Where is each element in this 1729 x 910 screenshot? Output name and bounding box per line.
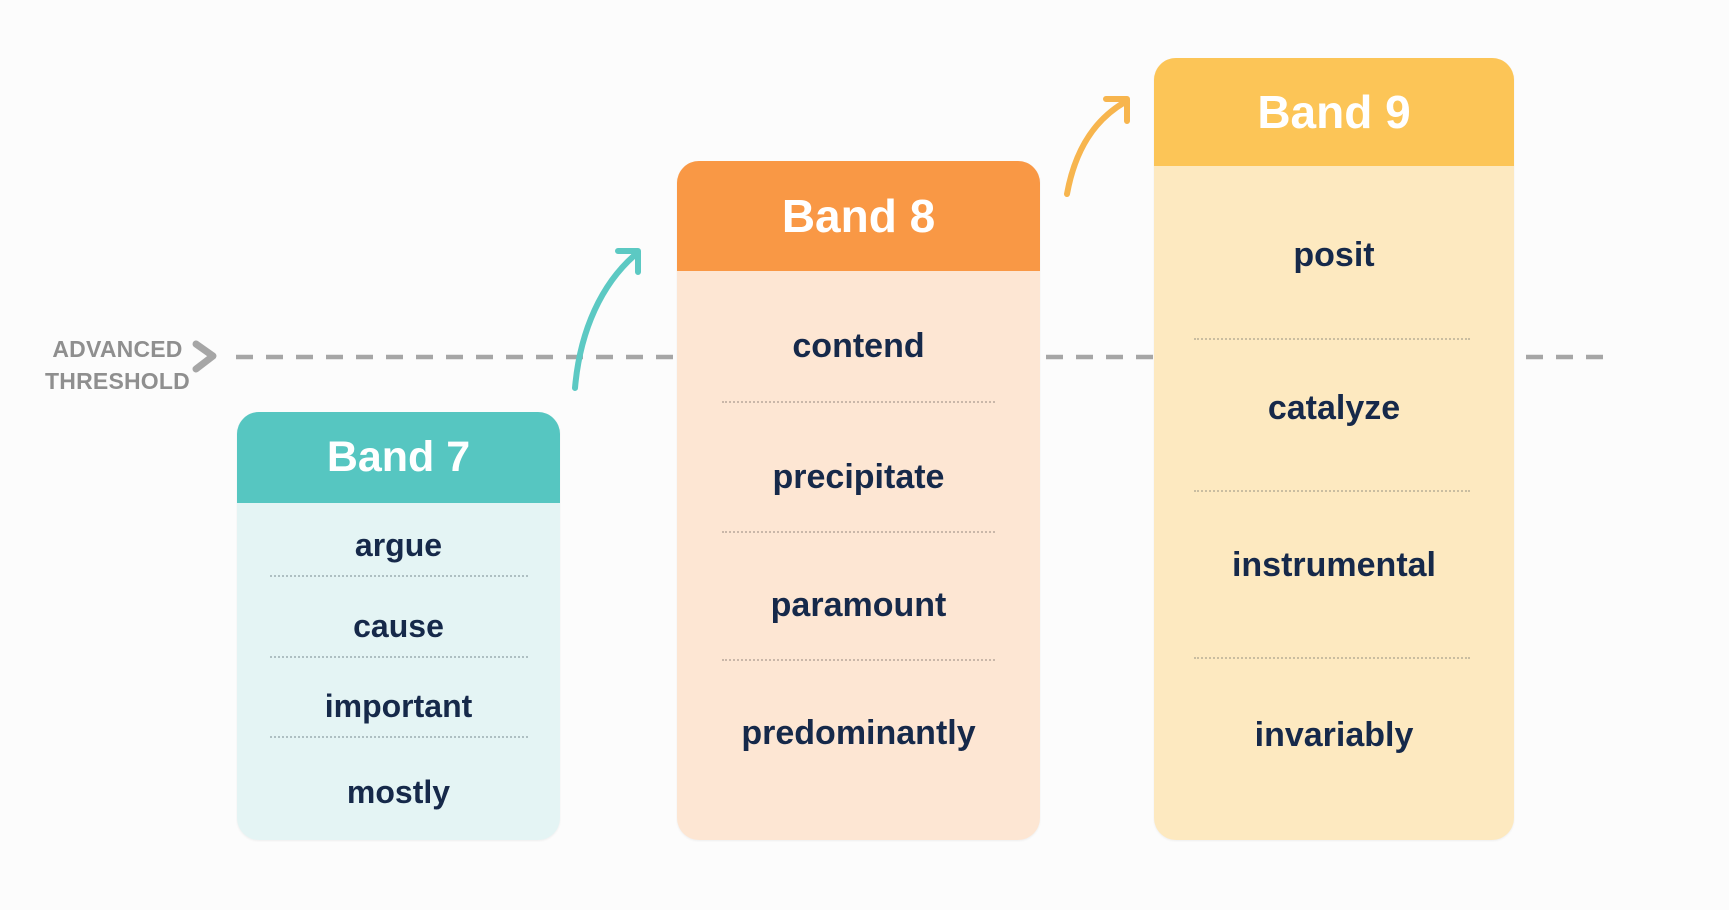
band-7-divider-2: [270, 656, 528, 658]
band-7-title: Band 7: [326, 433, 471, 481]
band-9-word-4: invariably: [1254, 716, 1414, 754]
band-7-word-4: mostly: [346, 774, 451, 810]
arrow-band7-to-band8-head-icon: [615, 248, 641, 275]
band-8-divider-3: [722, 659, 995, 661]
band-9-title: Band 9: [1257, 86, 1411, 138]
arrow-band8-to-band9-head-icon: [1103, 96, 1130, 124]
band-8-header: Band 8: [677, 161, 1040, 271]
threshold-label-line-2: THRESHOLD: [45, 368, 190, 394]
band-8-word-2: precipitate: [772, 458, 945, 496]
band-9-word-1: posit: [1293, 236, 1375, 274]
band-8-card: Band 8 contend precipitate paramount pre…: [677, 161, 1040, 840]
arrow-band7-to-band8-icon: [572, 251, 639, 391]
threshold-label-line-1: ADVANCED: [52, 336, 183, 362]
band-9-divider-1: [1194, 338, 1470, 340]
band-8-word-3: paramount: [770, 586, 947, 624]
band-8-divider-2: [722, 531, 995, 533]
band-7-word-1: argue: [354, 527, 443, 563]
band-7-header: Band 7: [237, 412, 560, 503]
band-9-divider-2: [1194, 490, 1470, 492]
band-9-divider-3: [1194, 657, 1470, 659]
advanced-threshold-label: ADVANCED THRESHOLD: [30, 333, 205, 397]
band-9-word-3: instrumental: [1231, 546, 1437, 584]
band-9-header: Band 9: [1154, 58, 1514, 166]
band-7-divider-1: [270, 575, 528, 577]
band-9-word-2: catalyze: [1267, 389, 1401, 427]
band-8-divider-1: [722, 401, 995, 403]
band-8-title: Band 8: [781, 190, 936, 242]
band-7-word-3: important: [324, 688, 473, 724]
arrow-band8-to-band9-icon: [1064, 99, 1128, 197]
band-8-word-4: predominantly: [741, 714, 976, 752]
band-7-divider-3: [270, 736, 528, 738]
band-7-word-2: cause: [353, 608, 444, 644]
band-8-word-1: contend: [792, 327, 925, 365]
band-7-card: Band 7 argue cause important mostly: [237, 412, 560, 840]
band-9-card: Band 9 posit catalyze instrumental invar…: [1154, 58, 1514, 840]
